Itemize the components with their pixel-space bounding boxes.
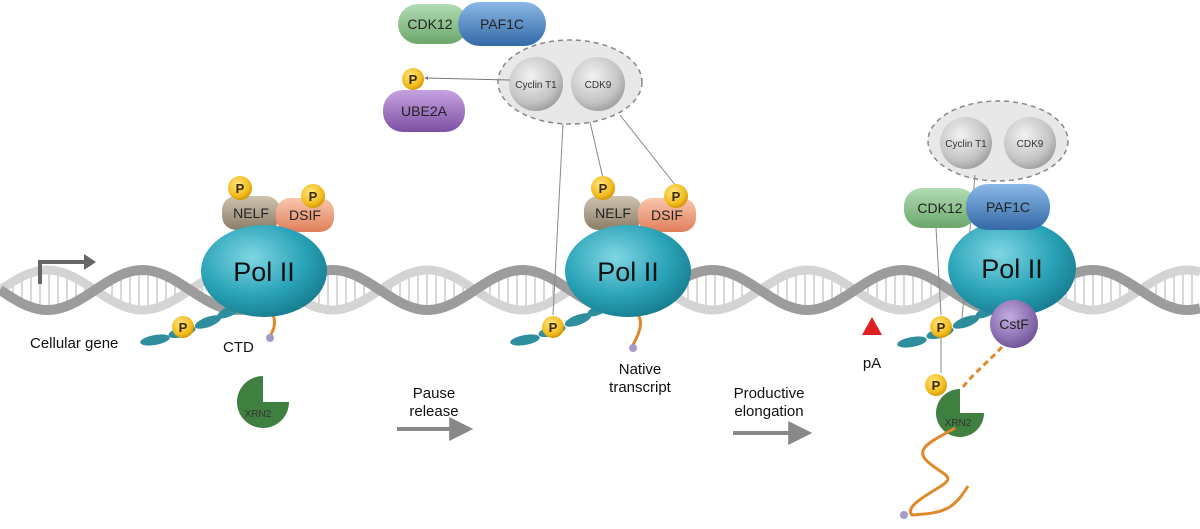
cdk12-kinase bbox=[398, 4, 468, 44]
phosphorylation-line bbox=[424, 76, 511, 81]
phospho-icon bbox=[591, 176, 615, 200]
paf1c-label: PAF1C bbox=[986, 199, 1030, 215]
xrn2-label: XRN2 bbox=[945, 418, 972, 429]
ptefb-recruitment: CDK12 PAF1C Cyclin T1 CDK9 UBE2A P bbox=[383, 2, 677, 316]
phospho-label: P bbox=[549, 320, 558, 335]
pol-ii-label: Pol II bbox=[981, 254, 1043, 284]
phospho-icon bbox=[301, 184, 325, 208]
phospho-icon bbox=[930, 316, 952, 338]
paf1c-complex bbox=[966, 184, 1050, 230]
cdk9-label: CDK9 bbox=[1017, 139, 1044, 150]
phospho-label: P bbox=[236, 181, 245, 196]
paf1c-complex bbox=[458, 2, 546, 46]
degraded-rna bbox=[909, 426, 970, 517]
phospho-icon bbox=[402, 68, 424, 90]
ctd-label: CTD bbox=[223, 339, 254, 356]
phospho-label: P bbox=[937, 320, 946, 335]
phospho-label: P bbox=[179, 320, 188, 335]
cellular-gene-label: Cellular gene bbox=[30, 335, 118, 352]
paused-complex: P NELF DSIF P P Pol II XRN2 bbox=[140, 176, 334, 428]
cyclin-t1-label: Cyclin T1 bbox=[945, 139, 987, 150]
ube2a-label: UBE2A bbox=[401, 103, 448, 119]
ube2a-enzyme bbox=[383, 90, 465, 132]
paf1c-label: PAF1C bbox=[480, 16, 524, 32]
native-transcript-label: transcript bbox=[609, 379, 672, 396]
rna-cap-icon bbox=[629, 344, 637, 352]
cyclin-t1-label: Cyclin T1 bbox=[515, 80, 557, 91]
elongating-complex: Cyclin T1 CDK9 Pol II CDK12 PAF1C P CstF… bbox=[897, 100, 1076, 519]
native-transcript-label: Native bbox=[619, 361, 662, 378]
phosphorylation-line bbox=[589, 121, 604, 179]
pol-ii-enzyme bbox=[201, 225, 327, 317]
nelf-factor bbox=[584, 196, 642, 230]
cyclin-t1-subunit bbox=[940, 117, 992, 169]
phospho-icon bbox=[925, 374, 947, 396]
pol-ii-label: Pol II bbox=[597, 257, 659, 287]
dsif-label: DSIF bbox=[289, 207, 321, 223]
polya-site-icon bbox=[862, 317, 882, 335]
cdk12-label: CDK12 bbox=[917, 200, 962, 216]
phospho-icon bbox=[664, 184, 688, 208]
phospho-label: P bbox=[309, 189, 318, 204]
released-complex: P NELF DSIF P P Pol II bbox=[510, 176, 696, 352]
xrn2-label: XRN2 bbox=[245, 409, 272, 420]
pol-ii-label: Pol II bbox=[233, 257, 295, 287]
productive-elongation-label: Productive bbox=[734, 385, 805, 402]
cyclin-t1-subunit bbox=[509, 57, 563, 111]
productive-elongation-label: elongation bbox=[734, 403, 803, 420]
phospho-label: P bbox=[409, 72, 418, 87]
rna-cap-icon bbox=[900, 511, 908, 519]
pol-ii-enzyme bbox=[565, 225, 691, 317]
pause-release-label: release bbox=[409, 403, 458, 420]
phospho-label: P bbox=[599, 181, 608, 196]
pause-release-label: Pause bbox=[413, 385, 456, 402]
phospho-label: P bbox=[672, 189, 681, 204]
phosphorylation-line bbox=[552, 123, 564, 316]
cstf-factor bbox=[990, 300, 1038, 348]
xrn2-exonuclease bbox=[936, 389, 984, 437]
phospho-icon bbox=[542, 316, 564, 338]
pol-ii-enzyme bbox=[948, 220, 1076, 316]
nelf-label: NELF bbox=[595, 205, 631, 221]
cdk9-subunit bbox=[571, 57, 625, 111]
cdk12-kinase bbox=[904, 188, 976, 228]
phosphorylation-line bbox=[619, 114, 677, 187]
dsif-label: DSIF bbox=[651, 207, 683, 223]
cdk9-subunit bbox=[1004, 117, 1056, 169]
nelf-factor bbox=[222, 196, 280, 230]
cstf-label: CstF bbox=[999, 316, 1029, 332]
dsif-factor bbox=[276, 198, 334, 232]
xrn2-exonuclease bbox=[237, 376, 289, 428]
cdk12-label: CDK12 bbox=[407, 16, 452, 32]
cleavage-link bbox=[960, 345, 1004, 389]
cdk9-label: CDK9 bbox=[585, 80, 612, 91]
phospho-icon bbox=[172, 316, 194, 338]
phospho-icon bbox=[228, 176, 252, 200]
rna-cap-icon bbox=[266, 334, 274, 342]
phospho-label: P bbox=[932, 378, 941, 393]
tss-arrow-icon bbox=[38, 254, 96, 284]
nelf-label: NELF bbox=[233, 205, 269, 221]
polya-site-label: pA bbox=[863, 355, 881, 372]
